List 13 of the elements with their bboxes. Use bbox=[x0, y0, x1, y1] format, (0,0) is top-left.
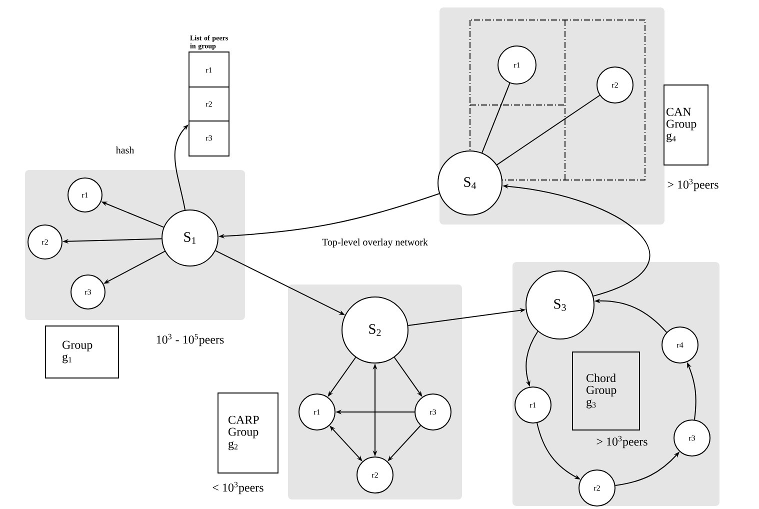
peer-count: > 10$^{3}$peers bbox=[596, 436, 648, 448]
network-label: Top-level overlay network bbox=[322, 238, 428, 248]
list-cell: r2 bbox=[206, 101, 212, 107]
list-cell: r3 bbox=[206, 135, 212, 141]
peer-count: < 10$^{3}$peers bbox=[212, 482, 264, 494]
group-label-box: CAN Group g$_{4}$ bbox=[664, 84, 708, 166]
group-label-box: Chord Group g$_{3}$ bbox=[572, 352, 640, 430]
edge-label: hash bbox=[116, 146, 134, 154]
group-label-box: Group g$_{1}$ bbox=[45, 326, 119, 378]
peer-count: 10$^{3}$ - 10$^{5}$peers bbox=[156, 334, 224, 346]
peer-count: > 10$^{3}$peers bbox=[668, 178, 718, 192]
group-label-box: CARP Group g$_{2}$ bbox=[218, 392, 278, 474]
list-cell: r1 bbox=[206, 67, 212, 73]
